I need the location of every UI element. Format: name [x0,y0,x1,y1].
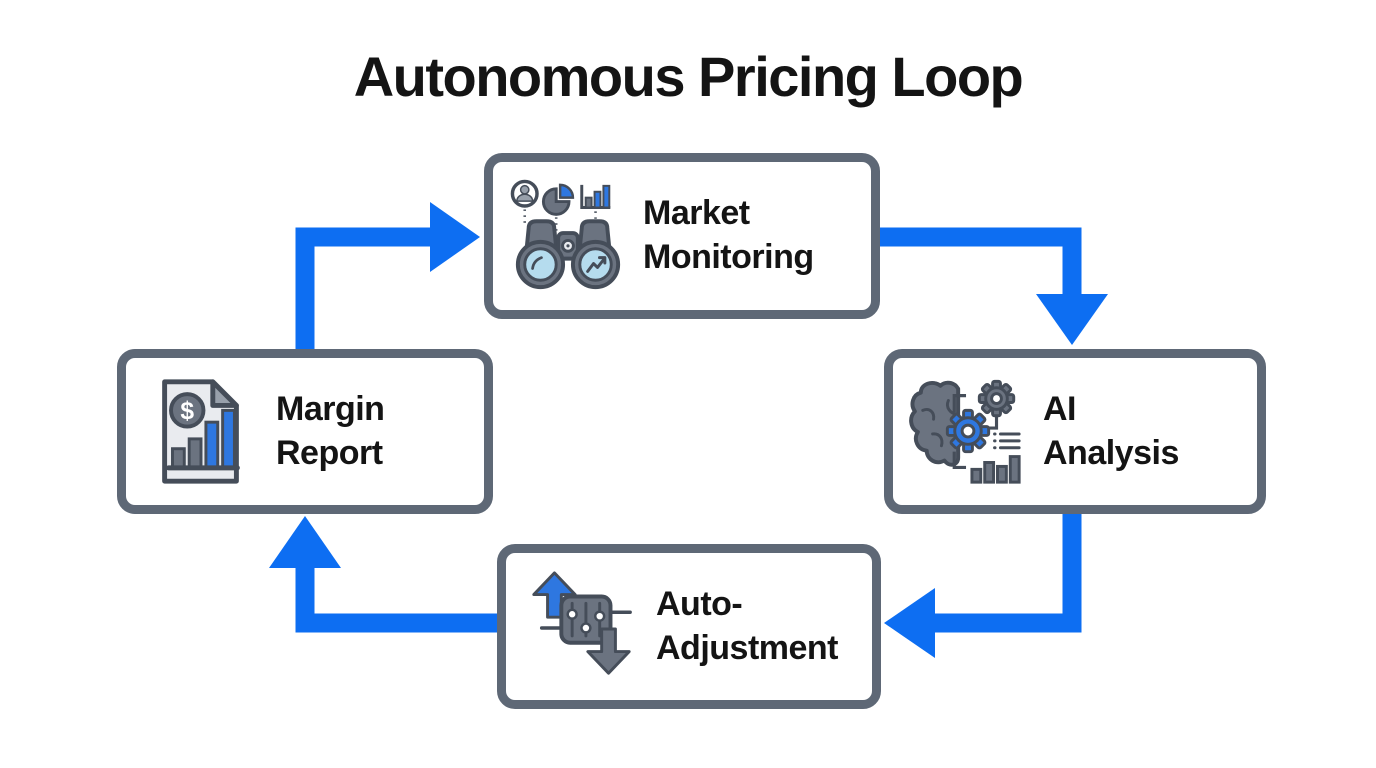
price-sliders-icon [522,568,640,686]
node-market-monitoring: Market Monitoring [484,153,880,319]
arrow-auto-to-margin [269,516,500,633]
brain-gears-icon [909,373,1027,491]
node-label-margin-report: Margin Report [276,388,385,476]
arrow-margin-to-market [295,202,480,352]
binoculars-market-icon [509,177,627,295]
label-line: Margin [276,389,385,428]
label-line: Adjustment [656,628,839,667]
node-auto-adjustment: Auto- Adjustment [497,544,881,709]
label-line: Auto- [656,584,743,623]
arrow-market-to-ai [877,227,1108,345]
node-label-market-monitoring: Market Monitoring [643,192,814,280]
label-line: AI [1043,389,1076,428]
label-line: Analysis [1043,433,1179,472]
node-ai-analysis: AI Analysis [884,349,1266,514]
label-line: Market [643,194,750,233]
diagram-title: Autonomous Pricing Loop [353,45,1024,108]
label-line: Monitoring [643,238,814,276]
arrow-ai-to-auto [884,512,1082,658]
node-label-ai-analysis: AI Analysis [1043,388,1179,476]
node-margin-report: $ Margin Report [117,349,493,514]
dollar-report-icon: $ [142,373,260,491]
node-label-auto-adjustment: Auto- Adjustment [656,583,839,671]
label-line: Report [276,433,383,472]
svg-text:$: $ [180,398,194,425]
